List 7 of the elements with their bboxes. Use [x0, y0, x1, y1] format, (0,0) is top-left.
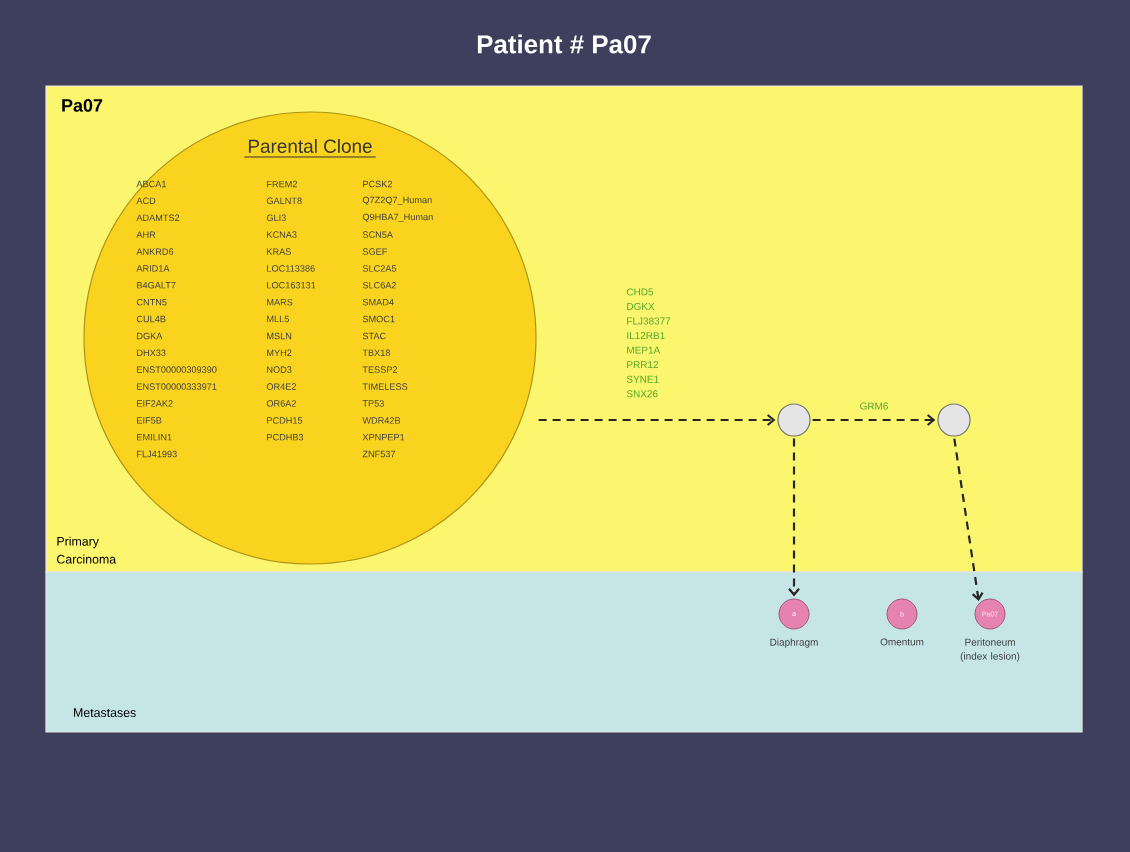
dashed-arrow: [812, 414, 936, 426]
dashed-arrow: [788, 438, 800, 597]
title: Patient # Pa07: [477, 34, 651, 54]
dashed-arrow: [538, 414, 776, 426]
dashed-arrow: [953, 438, 984, 602]
subclone-circle: [777, 403, 811, 437]
subclone-circle: [937, 403, 971, 437]
